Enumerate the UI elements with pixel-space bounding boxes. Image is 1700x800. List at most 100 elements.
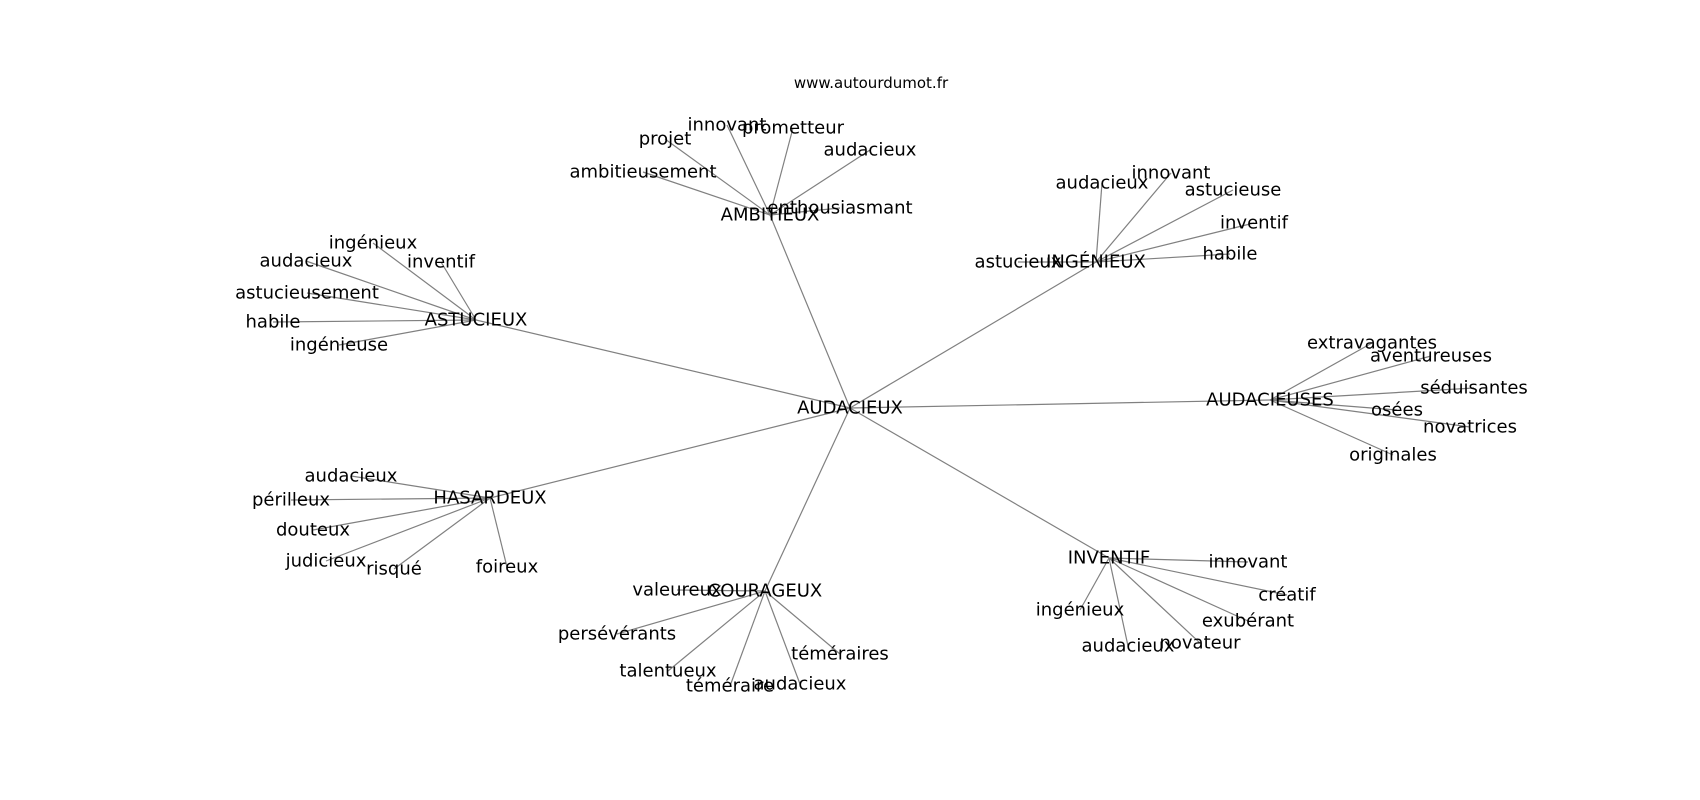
leaf-node[interactable]: aventureuses (1370, 346, 1492, 367)
edge-hub-leaf (726, 124, 771, 216)
edge-hub-leaf (290, 497, 491, 501)
leaf-node[interactable]: ambitieusement (569, 162, 716, 183)
edge-hub-leaf (1108, 557, 1249, 563)
edge-hub-leaf (1269, 387, 1475, 401)
edge-hub-leaf (1108, 557, 1288, 596)
edge-hub-leaf (1269, 342, 1373, 401)
hub-node[interactable]: COURAGEUX (708, 581, 823, 602)
edge-hub-leaf (305, 260, 477, 321)
edge-hub-leaf (664, 138, 771, 216)
leaf-node[interactable]: ingénieux (1036, 600, 1125, 621)
leaf-node[interactable]: audacieux (1082, 636, 1175, 657)
leaf-node[interactable]: audacieux (260, 251, 353, 272)
edge-hub-leaf (1079, 557, 1110, 611)
edge-hub-leaf (1108, 557, 1129, 647)
edge-hub-leaf (769, 127, 794, 216)
edge-center-hub (764, 407, 851, 592)
hub-node[interactable]: AUDACIEUSES (1206, 390, 1334, 411)
leaf-node[interactable]: créatif (1258, 585, 1316, 606)
edge-hub-leaf (1095, 253, 1231, 263)
edge-hub-leaf (1095, 182, 1103, 263)
edge-center-hub (849, 399, 1271, 409)
leaf-node[interactable]: risqué (366, 559, 422, 580)
leaf-node[interactable]: enthousiasmant (767, 198, 912, 219)
edge-hub-leaf (729, 590, 766, 687)
leaf-node[interactable]: ingénieuse (290, 335, 388, 356)
edge-hub-leaf (312, 497, 491, 531)
edge-hub-leaf (1095, 189, 1234, 263)
leaf-node[interactable]: inventif (1220, 213, 1289, 234)
edge-hub-leaf (1095, 222, 1255, 263)
leaf-node[interactable]: habile (1203, 244, 1258, 265)
leaf-node[interactable]: judicieux (285, 551, 367, 572)
graph-edges (272, 124, 1475, 687)
edge-hub-leaf (489, 497, 508, 568)
leaf-node[interactable]: habile (246, 312, 301, 333)
leaf-node[interactable]: originales (1349, 445, 1437, 466)
hub-node[interactable]: HASARDEUX (433, 488, 546, 509)
edge-center-hub (475, 319, 851, 409)
edge-center-hub (849, 261, 1097, 409)
edge-hub-leaf (1269, 399, 1471, 428)
leaf-node[interactable]: osées (1371, 400, 1423, 421)
edge-hub-leaf (667, 590, 766, 672)
edge-hub-leaf (372, 242, 477, 321)
leaf-node[interactable]: persévérants (558, 624, 676, 645)
leaf-node[interactable]: astucieux (975, 252, 1062, 273)
edge-hub-leaf (1095, 172, 1172, 263)
leaf-node[interactable]: novatrices (1423, 417, 1517, 438)
leaf-node[interactable]: novateur (1159, 633, 1241, 654)
leaf-node[interactable]: audacieux (1056, 173, 1149, 194)
edge-center-hub (769, 214, 851, 409)
edge-hub-leaf (338, 319, 477, 346)
leaf-node[interactable]: ingénieux (329, 233, 418, 254)
edge-center-hub (849, 407, 1110, 559)
edge-hub-leaf (764, 590, 801, 685)
leaf-node[interactable]: extravagantes (1307, 333, 1437, 354)
leaf-node[interactable]: innovant (1209, 552, 1288, 573)
hub-node[interactable]: INVENTIF (1068, 548, 1151, 569)
leaf-node[interactable]: séduisantes (1420, 378, 1528, 399)
leaf-node[interactable]: prometteur (742, 118, 845, 139)
edge-hub-leaf (616, 590, 766, 635)
leaf-node[interactable]: téméraires (791, 644, 889, 665)
hub-node[interactable]: INGÉNIEUX (1046, 251, 1146, 273)
leaf-node[interactable]: audacieux (824, 140, 917, 161)
leaf-node[interactable]: foireux (476, 557, 539, 578)
leaf-node[interactable]: inventif (407, 252, 476, 273)
leaf-node[interactable]: douteux (276, 520, 350, 541)
edge-hub-leaf (393, 497, 491, 570)
graph-labels: AUDACIEUXinnovantprometteurprojetaudacie… (235, 115, 1528, 697)
edge-hub-leaf (642, 171, 771, 216)
leaf-node[interactable]: audacieux (305, 466, 398, 487)
edge-hub-leaf (440, 261, 477, 321)
leaf-node[interactable]: astucieusement (235, 283, 379, 304)
leaf-node[interactable]: astucieuse (1185, 180, 1282, 201)
leaf-node[interactable]: périlleux (252, 490, 330, 511)
leaf-node[interactable]: projet (639, 129, 692, 150)
edge-hub-leaf (1269, 355, 1432, 401)
leaf-node[interactable]: valeureux (632, 580, 722, 601)
leaf-node[interactable]: exubérant (1202, 611, 1294, 632)
hub-node[interactable]: ASTUCIEUX (425, 310, 528, 331)
edge-hub-leaf (676, 589, 766, 592)
edge-hub-leaf (769, 149, 871, 216)
edge-hub-leaf (350, 475, 491, 499)
edge-hub-leaf (1108, 557, 1249, 622)
edge-hub-leaf (306, 292, 477, 321)
edge-hub-leaf (1269, 399, 1394, 456)
hub-node[interactable]: AMBITIEUX (721, 205, 820, 226)
edge-hub-leaf (1108, 557, 1201, 644)
leaf-node[interactable]: innovant (688, 115, 767, 136)
leaf-node[interactable]: talentueux (619, 661, 717, 682)
leaf-node[interactable]: audacieux (754, 674, 847, 695)
center-node[interactable]: AUDACIEUX (797, 398, 903, 419)
source-label[interactable]: www.autourdumot.fr (794, 74, 949, 92)
leaf-node[interactable]: innovant (1132, 163, 1211, 184)
edge-hub-leaf (325, 497, 491, 562)
edge-hub-leaf (764, 590, 841, 655)
edge-hub-leaf (272, 319, 477, 323)
leaf-node[interactable]: téméraire (686, 676, 774, 697)
edge-hub-leaf (1269, 399, 1398, 411)
